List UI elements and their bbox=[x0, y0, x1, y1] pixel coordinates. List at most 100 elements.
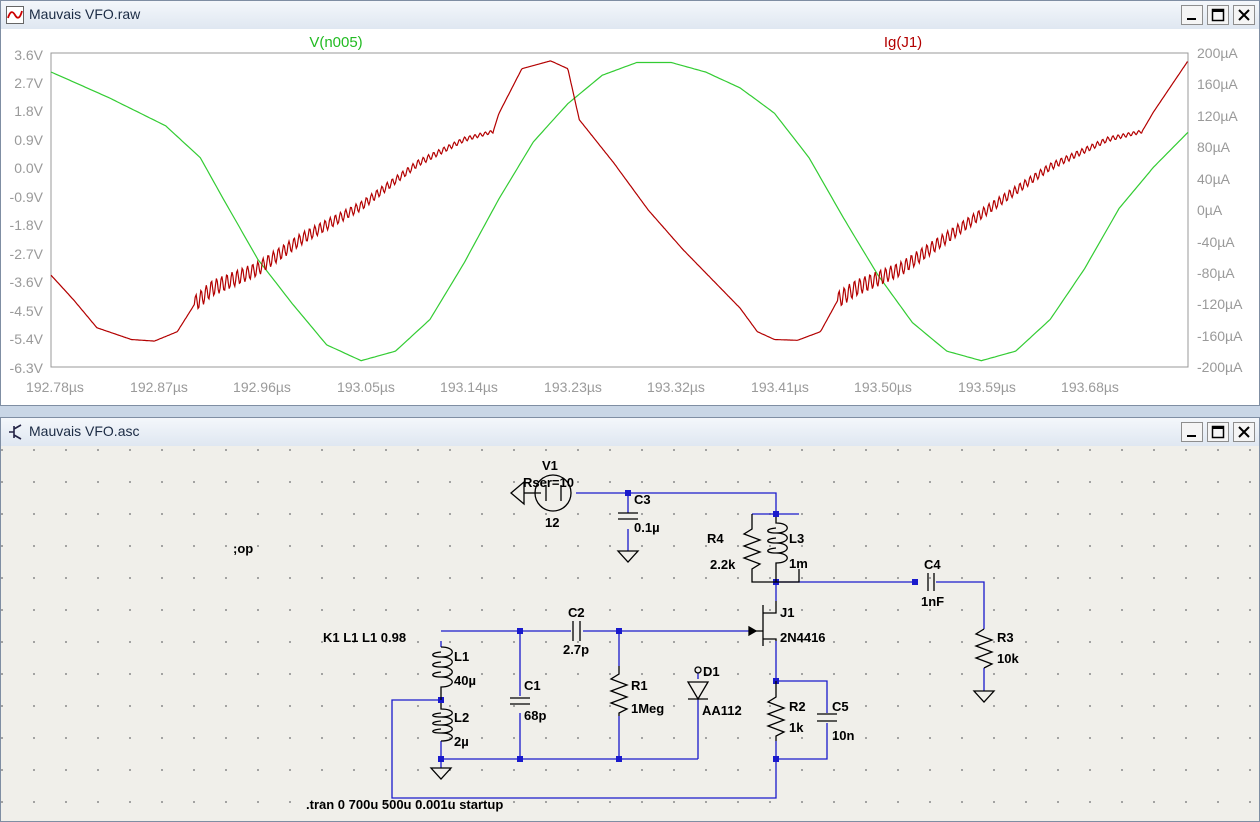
resistor-r2[interactable] bbox=[766, 681, 786, 741]
grid-dots bbox=[1, 446, 1259, 821]
plot-frame bbox=[50, 52, 1189, 368]
minimize-icon bbox=[1187, 18, 1196, 20]
label-r4-value: 2.2k bbox=[710, 557, 736, 572]
label-l2-name: L2 bbox=[454, 710, 469, 725]
schematic-titlebar[interactable]: Mauvais VFO.asc bbox=[1, 418, 1259, 447]
label-l1-name: L1 bbox=[454, 649, 469, 664]
label-r3-value: 10k bbox=[997, 651, 1019, 666]
y-left-ticks: 3.6V 2.7V 1.8V 0.9V 0.0V -0.9V -1.8V -2.… bbox=[10, 47, 44, 376]
label-d1-name: D1 bbox=[703, 664, 720, 679]
label-c1-value: 68p bbox=[524, 708, 546, 723]
x-tick: 193.68µs bbox=[1061, 379, 1119, 395]
close-button[interactable] bbox=[1233, 422, 1255, 442]
label-c3-value: 0.1µ bbox=[634, 520, 660, 535]
close-button[interactable] bbox=[1233, 5, 1255, 25]
y-right-tick: 40µA bbox=[1197, 171, 1231, 187]
x-ticks: 192.78µs 192.87µs 192.96µs 193.05µs 193.… bbox=[26, 379, 1119, 395]
x-tick: 193.05µs bbox=[337, 379, 395, 395]
diode-d1[interactable] bbox=[686, 666, 710, 701]
maximize-button[interactable] bbox=[1207, 422, 1229, 442]
x-tick: 193.32µs bbox=[647, 379, 705, 395]
legend-current[interactable]: Ig(J1) bbox=[884, 34, 922, 51]
label-l2-value: 2µ bbox=[454, 734, 469, 749]
waveform-plot[interactable]: 3.6V 2.7V 1.8V 0.9V 0.0V -0.9V -1.8V -2.… bbox=[1, 29, 1259, 405]
y-left-tick: 0.9V bbox=[14, 132, 43, 148]
y-right-tick: 120µA bbox=[1197, 108, 1238, 124]
components bbox=[429, 474, 996, 780]
x-tick: 193.14µs bbox=[440, 379, 498, 395]
x-tick: 192.87µs bbox=[130, 379, 188, 395]
y-right-tick: -200µA bbox=[1197, 359, 1243, 375]
label-r1-name: R1 bbox=[631, 678, 648, 693]
y-left-tick: 0.0V bbox=[14, 160, 43, 176]
label-c4-value: 1nF bbox=[921, 594, 944, 609]
inductor-l2[interactable] bbox=[429, 703, 453, 780]
y-right-tick: -80µA bbox=[1197, 265, 1235, 281]
inductor-l3[interactable] bbox=[767, 517, 788, 582]
resistor-r3[interactable] bbox=[972, 628, 996, 703]
y-left-tick: -0.9V bbox=[10, 189, 44, 205]
x-tick: 192.96µs bbox=[233, 379, 291, 395]
x-tick: 193.23µs bbox=[544, 379, 602, 395]
y-left-tick: -1.8V bbox=[10, 217, 44, 233]
minimize-button[interactable] bbox=[1181, 5, 1203, 25]
minimize-button[interactable] bbox=[1181, 422, 1203, 442]
y-left-tick: 2.7V bbox=[14, 75, 43, 91]
directive-tran[interactable]: .tran 0 700u 500u 0.001u startup bbox=[306, 797, 503, 812]
label-r2-value: 1k bbox=[789, 720, 804, 735]
capacitor-c3[interactable] bbox=[616, 512, 640, 563]
minimize-icon bbox=[1187, 435, 1196, 437]
label-v1-value: 12 bbox=[545, 515, 559, 530]
label-c2-value: 2.7p bbox=[563, 642, 589, 657]
label-j1-value: 2N4416 bbox=[780, 630, 826, 645]
y-left-tick: -4.5V bbox=[10, 303, 44, 319]
directive-op[interactable]: ;op bbox=[233, 541, 253, 556]
current-trace[interactable] bbox=[50, 60, 1189, 342]
label-c1-name: C1 bbox=[524, 678, 541, 693]
resistor-r1[interactable] bbox=[609, 666, 629, 716]
capacitor-c1[interactable] bbox=[510, 697, 530, 705]
y-left-tick: 3.6V bbox=[14, 47, 43, 63]
inductor-l1[interactable] bbox=[432, 646, 453, 700]
label-l1-value: 40µ bbox=[454, 673, 476, 688]
waveform-icon bbox=[6, 6, 24, 24]
y-right-ticks: 200µA 160µA 120µA 80µA 40µA 0µA -40µA -8… bbox=[1197, 45, 1243, 375]
maximize-button[interactable] bbox=[1207, 5, 1229, 25]
label-d1-value: AA112 bbox=[702, 703, 742, 718]
waveform-titlebar[interactable]: Mauvais VFO.raw bbox=[1, 1, 1259, 30]
label-j1-name: J1 bbox=[780, 605, 794, 620]
window-title: Mauvais VFO.asc bbox=[29, 423, 140, 439]
label-l3-value: 1m bbox=[789, 556, 808, 571]
label-v1-name: V1 bbox=[542, 458, 558, 473]
maximize-icon bbox=[1211, 8, 1225, 22]
voltage-trace[interactable] bbox=[50, 61, 1189, 362]
x-tick: 193.59µs bbox=[958, 379, 1016, 395]
capacitor-c5[interactable] bbox=[817, 713, 837, 722]
label-c5-name: C5 bbox=[832, 699, 849, 714]
schematic-icon bbox=[6, 423, 24, 441]
label-r1-value: 1Meg bbox=[631, 701, 664, 716]
schematic-canvas[interactable]: V1 Rser=10 12 C3 0.1µ R4 2.2k L3 1m C4 1… bbox=[1, 446, 1259, 821]
y-left-tick: -3.6V bbox=[10, 274, 44, 290]
y-right-tick: 160µA bbox=[1197, 76, 1238, 92]
y-left-tick: -6.3V bbox=[10, 360, 44, 376]
y-right-tick: 200µA bbox=[1197, 45, 1238, 61]
capacitor-c2[interactable] bbox=[572, 621, 581, 641]
waveform-window: Mauvais VFO.raw 3.6V 2.7V 1.8V 0.9V 0.0V… bbox=[0, 0, 1260, 406]
y-left-tick: -2.7V bbox=[10, 246, 44, 262]
directive-coupling[interactable]: K1 L1 L1 0.98 bbox=[323, 630, 406, 645]
voltage-source-v1[interactable] bbox=[509, 474, 572, 512]
capacitor-c4[interactable] bbox=[927, 573, 935, 591]
resistor-r4[interactable] bbox=[742, 514, 800, 583]
y-right-tick: 0µA bbox=[1197, 202, 1223, 218]
label-l3-name: L3 bbox=[789, 531, 804, 546]
y-right-tick: -40µA bbox=[1197, 234, 1235, 250]
label-c5-value: 10n bbox=[832, 728, 854, 743]
y-right-tick: 80µA bbox=[1197, 139, 1231, 155]
label-r4-name: R4 bbox=[707, 531, 724, 546]
y-right-tick: -120µA bbox=[1197, 296, 1243, 312]
label-c2-name: C2 bbox=[568, 605, 585, 620]
legend-voltage[interactable]: V(n005) bbox=[309, 34, 362, 51]
label-r3-name: R3 bbox=[997, 630, 1014, 645]
jfet-j1[interactable] bbox=[748, 601, 777, 646]
